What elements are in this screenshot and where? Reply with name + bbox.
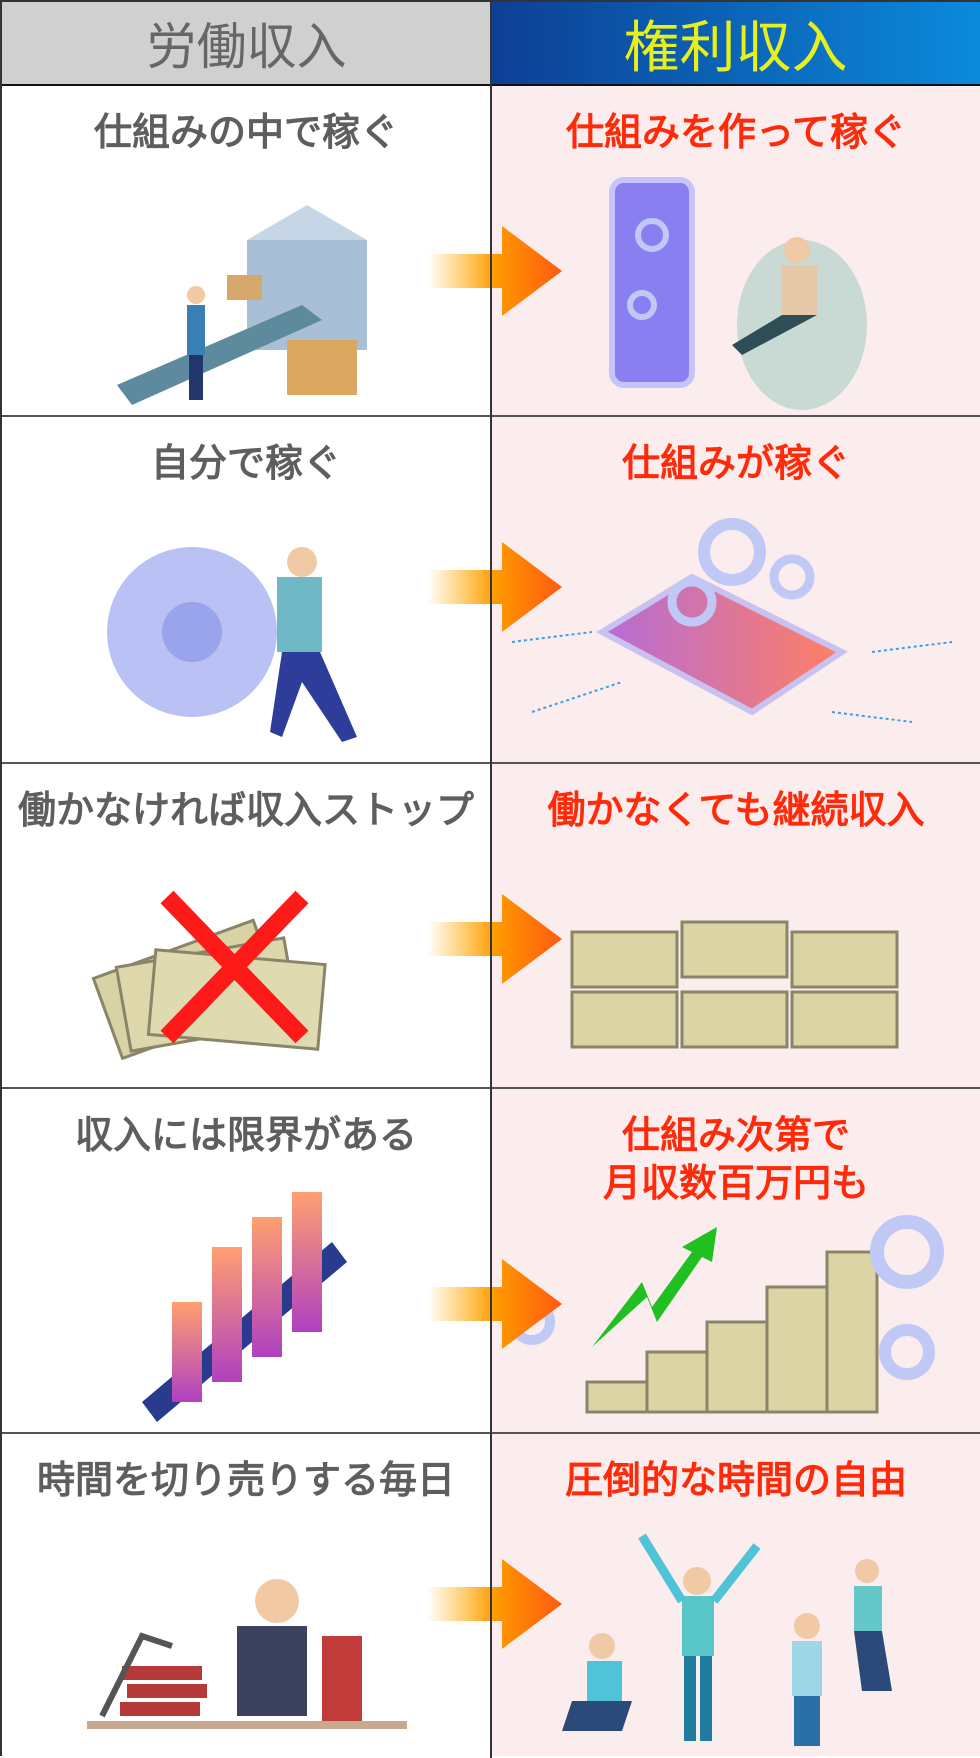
smartphone-gears-icon: [511, 518, 953, 723]
right-caption: 仕組み次第で月収数百万円も: [492, 1111, 980, 1207]
arrow-right-icon: [427, 542, 562, 632]
header-labor-income: 労働収入: [2, 2, 491, 86]
left-caption: 働かなければ収入ストップ: [17, 788, 474, 832]
right-caption: 仕組みが稼ぐ: [621, 441, 850, 485]
left-caption: 時間を切り売りする毎日: [36, 1458, 455, 1502]
stressed-office-worker-icon: [87, 1579, 407, 1729]
right-caption: 働かなくても継続収入: [547, 788, 925, 832]
arrow-right-icon: [427, 1259, 562, 1349]
left-caption: 収入には限界がある: [74, 1113, 417, 1157]
banknotes-crossed-icon: [91, 890, 327, 1061]
right-caption-line2: 月収数百万円も: [602, 1161, 869, 1205]
man-pushing-gear-icon: [107, 547, 357, 742]
left-caption: 自分で稼ぐ: [150, 441, 341, 485]
comparison-row: 収入には限界がある 仕組み次第で月収数百万円も: [2, 1089, 980, 1434]
money-stairs-arrow-gears-icon: [509, 1215, 944, 1414]
header-royalty-income: 権利収入: [491, 2, 980, 86]
comparison-row: 働かなければ収入ストップ 働かなくても継続収入: [2, 764, 980, 1089]
column-divider: [490, 2, 492, 1758]
cash-stacks-icon: [570, 920, 899, 1049]
arrow-right-icon: [427, 226, 562, 316]
factory-worker-conveyor-icon: [117, 205, 367, 405]
smartphone-relaxing-man-icon: [609, 177, 867, 410]
comparison-row: 時間を切り売りする毎日 圧倒的な時間の自由: [2, 1434, 980, 1756]
arrow-right-icon: [427, 1559, 562, 1649]
arrow-right-icon: [427, 894, 562, 984]
comparison-row: 自分で稼ぐ 仕組みが稼ぐ: [2, 417, 980, 764]
right-caption: 圧倒的な時間の自由: [564, 1458, 907, 1502]
bar-chart-icon: [142, 1192, 347, 1422]
right-caption: 仕組みを作って稼ぐ: [565, 110, 907, 154]
left-caption: 仕組みの中で稼ぐ: [93, 110, 398, 154]
right-caption-line1: 仕組み次第で: [621, 1113, 850, 1157]
happy-people-icon: [562, 1533, 892, 1746]
comparison-row: 仕組みの中で稼ぐ 仕組みを作って稼ぐ: [2, 86, 980, 417]
